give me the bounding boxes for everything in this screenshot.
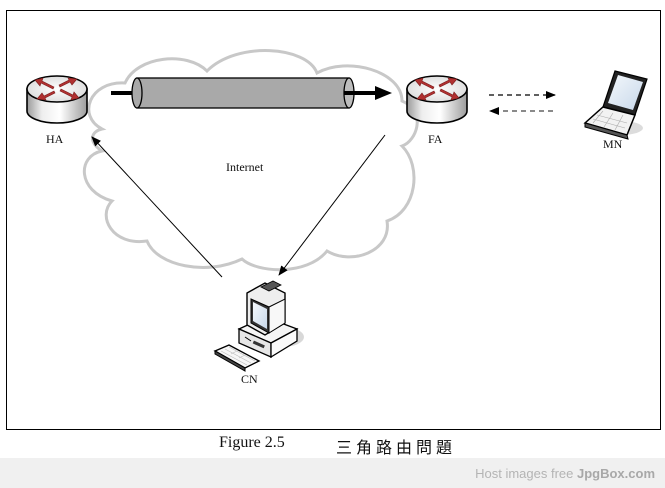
internet-cloud <box>83 49 419 272</box>
diagram-frame: HA FA MN CN Internet <box>6 10 661 430</box>
figure-number: Figure 2.5 <box>219 434 285 451</box>
mn-laptop-icon <box>583 70 648 140</box>
fa-router-icon <box>406 75 468 124</box>
ha-router-icon <box>26 75 88 124</box>
host-footer: Host images free JpgBox.com <box>0 458 665 488</box>
cn-label: CN <box>241 372 258 386</box>
triangle-routing-diagram <box>26 49 648 372</box>
figure-title: 三角路由問題 <box>336 438 457 457</box>
link-cn-to-ha <box>91 136 223 278</box>
link-fa-to-cn <box>278 134 386 276</box>
footer-prefix: Host images free <box>475 466 577 481</box>
figure-caption: Figure 2.5 三角路由問題 <box>0 434 665 458</box>
cn-computer-icon <box>213 280 304 372</box>
fa-label: FA <box>428 132 443 146</box>
mn-label: MN <box>603 137 623 151</box>
internet-label: Internet <box>226 160 264 174</box>
ha-label: HA <box>46 132 64 146</box>
footer-brand-link[interactable]: JpgBox.com <box>576 466 655 481</box>
tunnel-ha-to-fa <box>111 77 392 109</box>
footer-text[interactable]: Host images free JpgBox.com <box>475 466 655 481</box>
